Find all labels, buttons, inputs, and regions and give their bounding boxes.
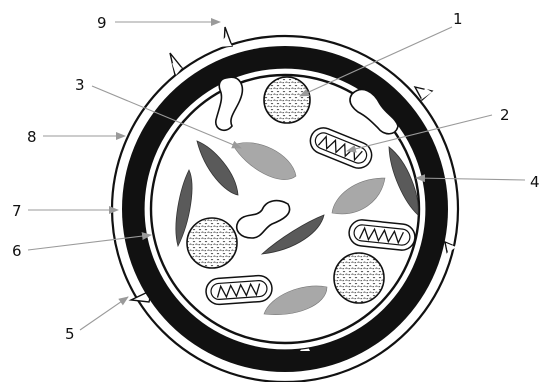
callout-2: 2 — [500, 106, 510, 124]
callout-8: 8 — [27, 128, 37, 146]
callout-6: 6 — [12, 242, 22, 260]
callout-5: 5 — [65, 325, 75, 343]
callout-7: 7 — [12, 202, 22, 220]
leader-5 — [80, 297, 128, 330]
callout-1: 1 — [453, 10, 463, 28]
callout-4: 4 — [530, 173, 540, 191]
callout-3: 3 — [75, 76, 85, 94]
callout-9: 9 — [97, 14, 107, 32]
